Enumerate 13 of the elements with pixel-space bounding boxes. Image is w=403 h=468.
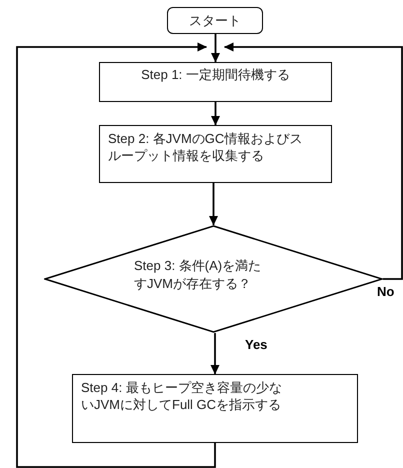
arrow (16, 42, 216, 468)
process-box: Step 2: 各JVMのGC情報およびスループット情報を収集する (99, 125, 332, 183)
arrow (211, 102, 220, 126)
edge-label: Yes (244, 338, 268, 352)
arrow (210, 333, 220, 374)
arrow (224, 42, 403, 280)
edge-label: No (376, 285, 396, 299)
start-terminal: スタート (167, 7, 263, 34)
process-box: Step 1: 一定期間待機する (99, 62, 332, 102)
arrow (209, 183, 218, 226)
arrow (211, 34, 220, 62)
process-box: Step 4: 最もヒープ空き容量の少ないJVMに対してFull GCを指示する (72, 374, 358, 443)
decision-text: Step 3: 条件(A)を満たすJVMが存在する？ (134, 257, 262, 293)
